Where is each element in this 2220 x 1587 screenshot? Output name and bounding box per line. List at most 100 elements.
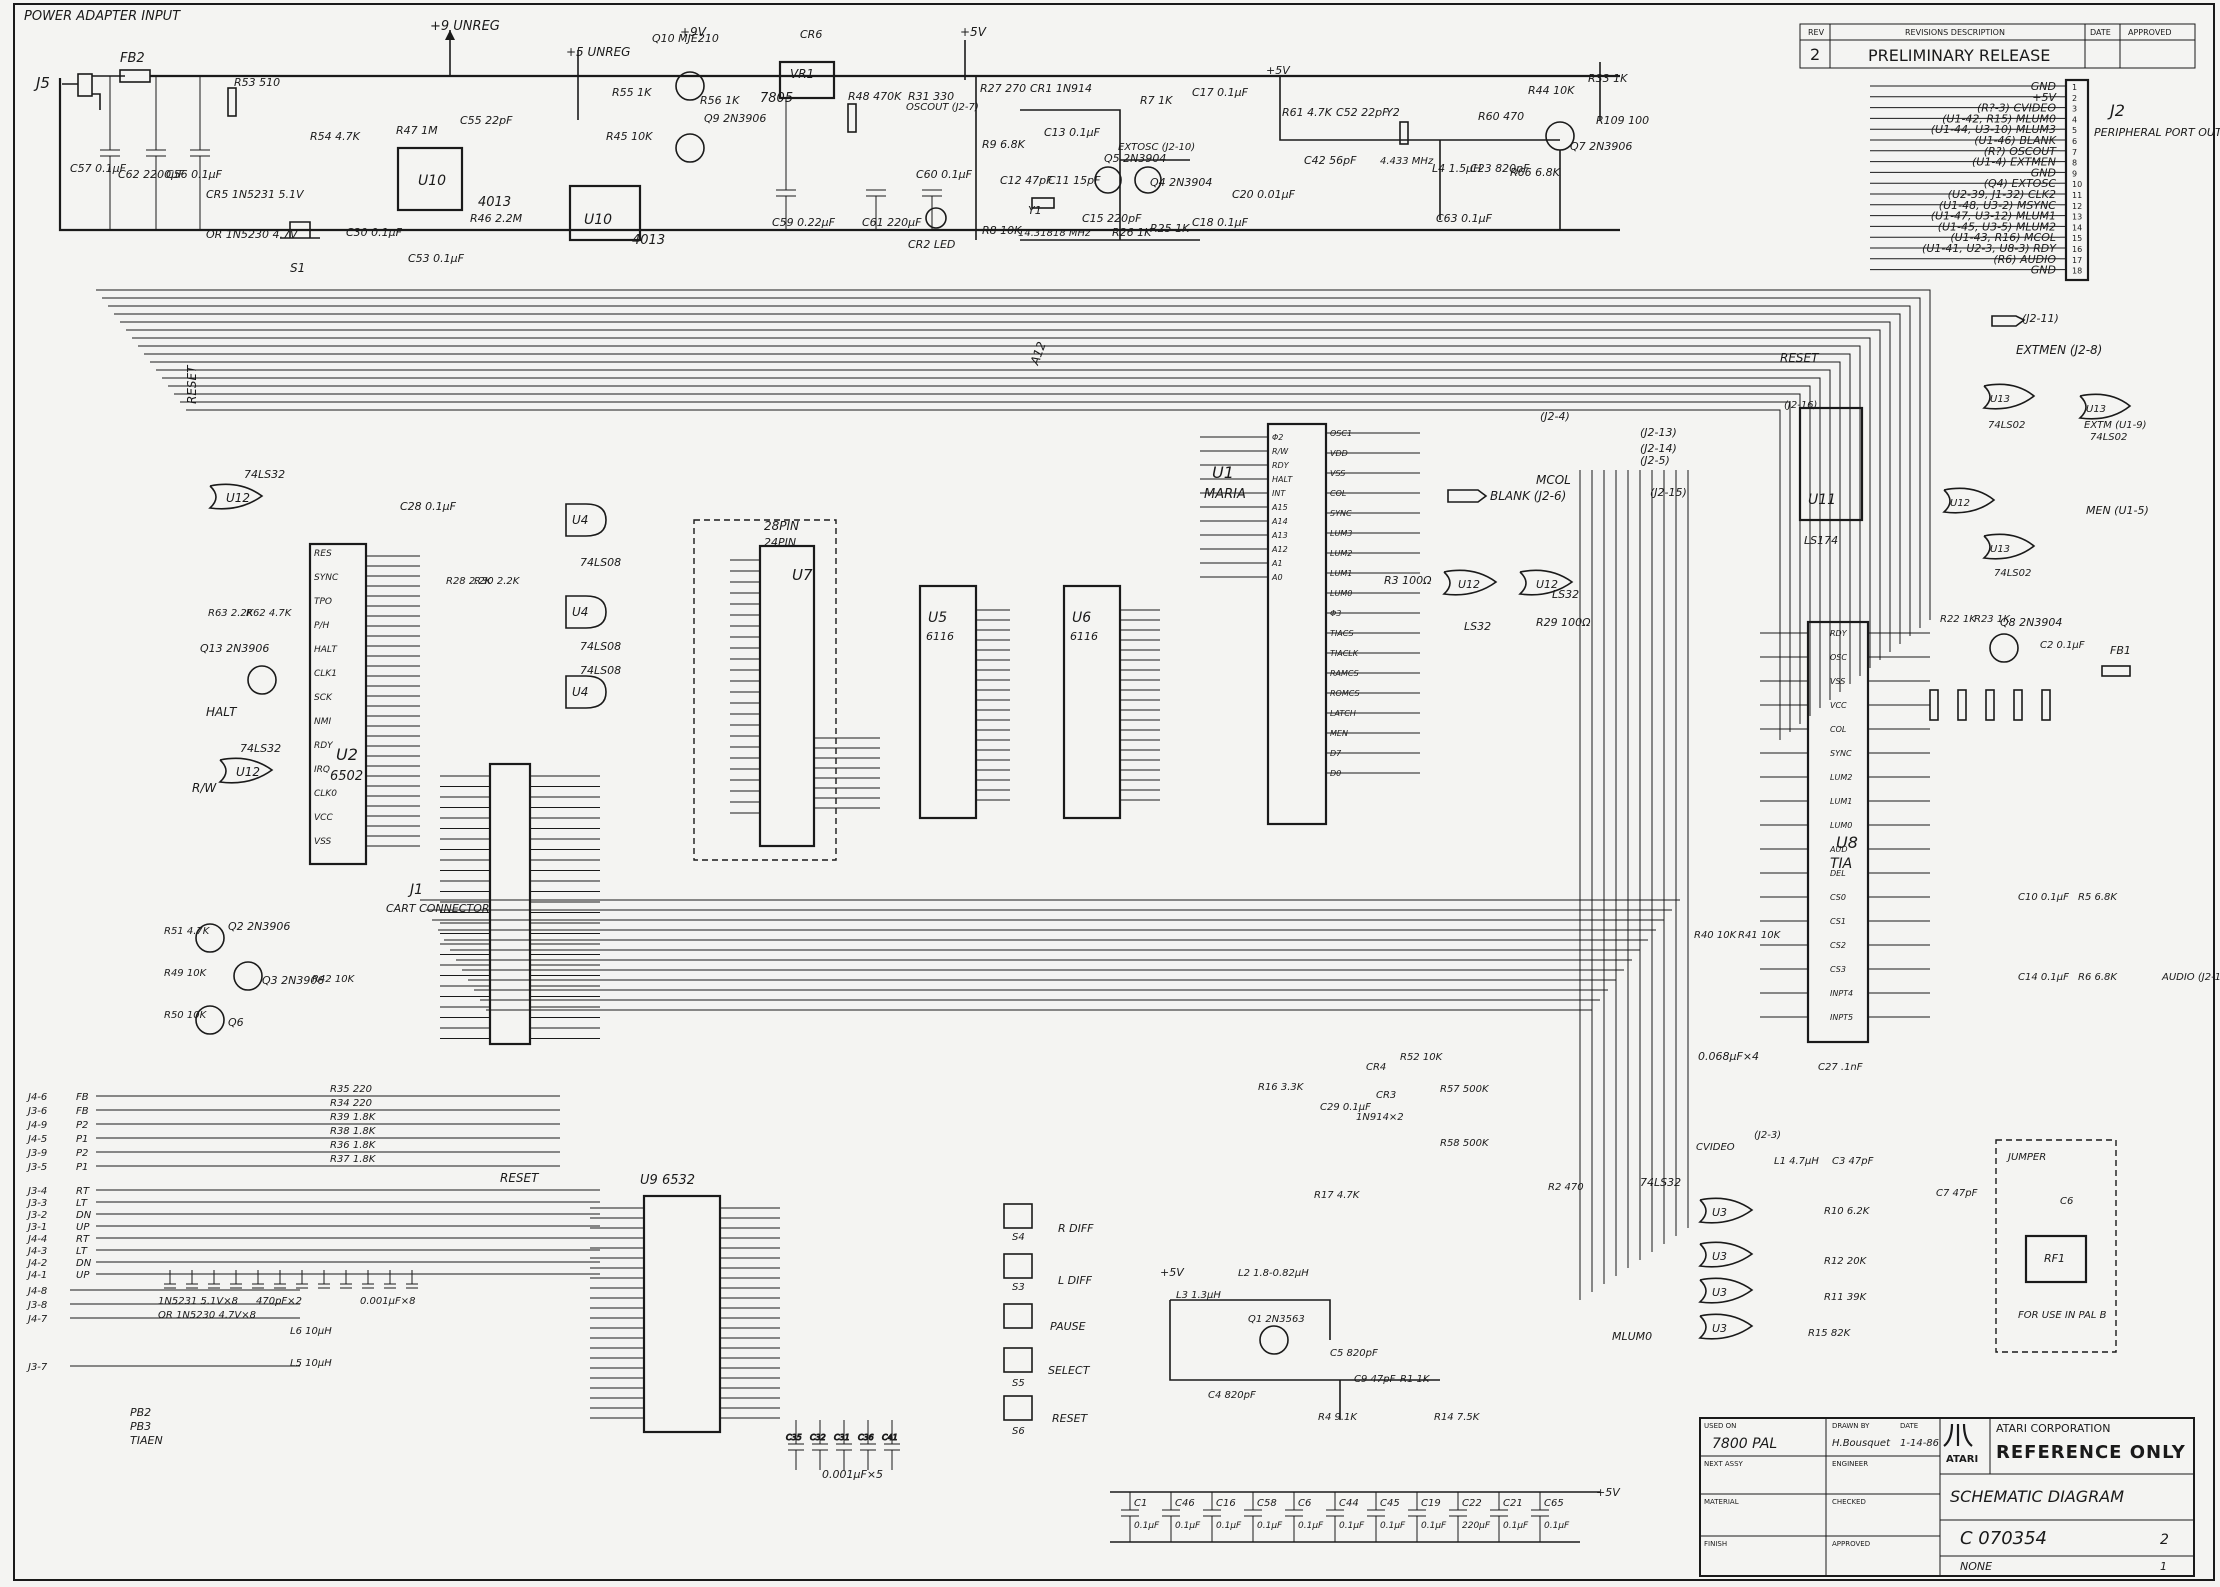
u10b-label: U10 — [584, 212, 612, 228]
rev-date-header: DATE — [2090, 28, 2111, 37]
net-mlum0: MLUM0 — [1612, 1330, 1652, 1343]
c14-label: C14 0.1µF — [2018, 972, 2069, 983]
y2-label: Y2 — [1386, 106, 1400, 119]
clock-oscillator-section: R27 270 R9 6.8K R8 10K CR1 1N914 C13 0.1… — [906, 76, 1296, 241]
rf1-label: RF1 — [2044, 1252, 2065, 1265]
j2-pin-number: 4 — [2072, 115, 2077, 124]
u8-pin-label: VSS — [1830, 677, 1845, 686]
title-scale: NONE — [1960, 1560, 1992, 1573]
joy-pin-label: J3-6 — [26, 1106, 47, 1117]
switch-cap-ref: C41 — [882, 1433, 898, 1442]
u8-pin-label: LUM1 — [1830, 797, 1852, 806]
y1-freq: 14.31818 MHz — [1018, 228, 1091, 239]
decap-value: 0.1µF — [1544, 1521, 1570, 1531]
bus-wire — [144, 353, 1851, 684]
engineer-label: ENGINEER — [1832, 1460, 1868, 1468]
bus-wire — [102, 297, 1921, 628]
u3-ref-1: U3 — [1712, 1206, 1727, 1219]
subcarrier-oscillator-section: +5V R61 4.7K C52 22pF C42 56pF Y2 4.433 … — [1266, 62, 1649, 230]
j1-body — [488, 762, 532, 1046]
u12-ref-maria-1: U12 — [1458, 578, 1480, 591]
c42-label: C42 56pF — [1304, 154, 1357, 167]
pause-label: PAUSE — [1050, 1320, 1086, 1333]
r46-label: R46 2.2M — [470, 212, 523, 225]
r50-label: R50 10K — [164, 1010, 208, 1021]
j2-pin-number: 1 — [2072, 83, 2077, 92]
u8-pin-label: CS2 — [1830, 941, 1846, 950]
ls32-label-1: LS32 — [1464, 620, 1491, 633]
joy-clamp-symbol — [274, 1270, 286, 1289]
c3-label: C3 47pF — [1832, 1156, 1874, 1167]
u10a-4013 — [396, 146, 464, 212]
joy-signal-label: FB — [76, 1092, 89, 1103]
title-rev: 2 — [2160, 1532, 2169, 1548]
u12-gate-1 — [208, 483, 264, 510]
j2-pin-number: 13 — [2072, 213, 2082, 222]
joy-clamp-symbol — [318, 1270, 330, 1289]
r60-label: R60 470 — [1478, 110, 1524, 123]
audio-video-section: R40 10K R41 10K 0.068µF×4 C27 .1nF C10 0… — [1258, 892, 2220, 1201]
u11-name: LS174 — [1804, 534, 1838, 547]
j2-title: J2 — [2107, 101, 2125, 120]
r9-label: R9 6.8K — [982, 138, 1026, 151]
joy-dir-pin: J4-3 — [26, 1246, 47, 1257]
c6-label: C6 — [2060, 1196, 2073, 1207]
u8-pin-label: LUM2 — [1830, 773, 1852, 782]
c10-label: C10 0.1µF — [2018, 892, 2069, 903]
l4-label: L4 1.5µH — [1432, 162, 1481, 175]
switch-cap-symbol — [812, 1420, 828, 1470]
c12-label: C12 47pF — [1000, 174, 1053, 187]
net-j2-15: (J2-15) — [1650, 486, 1687, 499]
u1-left-pin-label: INT — [1272, 489, 1286, 498]
joy-clamp-symbol — [186, 1270, 198, 1289]
u1-name: MARIA — [1204, 487, 1246, 502]
u2-ref: U2 — [336, 745, 358, 764]
c52-label: C52 22pF — [1336, 106, 1389, 119]
u12-ref-maria-2: U12 — [1536, 578, 1558, 591]
r49-label: R49 10K — [164, 968, 208, 979]
net-extmen: EXTMEN (J2-8) — [2016, 343, 2102, 357]
drawing-title: SCHEMATIC DIAGRAM — [1950, 1487, 2124, 1506]
r48-label: R48 470K — [848, 90, 902, 103]
rail-5v-unreg: +5 UNREG — [566, 45, 630, 59]
cpu-6502-section: U2 6502 RESSYNCTPOP/HHALTCLK1SCKNMIRDYIR… — [164, 364, 521, 1035]
u1-left-pin-label: A14 — [1271, 517, 1288, 526]
u1-left-pin-label: A1 — [1271, 559, 1283, 568]
u4-ref-1: U4 — [572, 513, 588, 527]
u4-and-gates: U4 U4 U4 74LS08 74LS08 74LS08 — [565, 503, 621, 709]
r31-label: R31 330 — [908, 90, 954, 103]
decap-symbol — [1408, 1492, 1426, 1542]
decap-symbol — [1121, 1492, 1139, 1542]
u7-rom-socket: 28PIN 24PIN U7 — [693, 519, 880, 861]
jack-j5-label: J5 — [33, 74, 50, 92]
r66-label: R66 6.8K — [1510, 166, 1561, 179]
joy-clamp-symbol — [362, 1270, 374, 1289]
net-cvideo: CVIDEO — [1696, 1142, 1735, 1153]
u8-pin-label: OSC — [1830, 653, 1847, 662]
joy-dir-pin: J3-2 — [26, 1210, 47, 1221]
joy-resistor-label: R36 1.8K — [330, 1140, 377, 1151]
c29-label: C29 0.1µF — [1320, 1102, 1371, 1113]
u1-pin-labels: Φ2R/WRDYHALTINTA15A14A13A12A1A0OSC1VDDVS… — [1200, 429, 1420, 778]
cr6-label: CR6 — [800, 28, 822, 41]
joy-pin-label: J3-5 — [26, 1162, 47, 1173]
j2-connector-body — [2064, 78, 2090, 282]
approved-label: APPROVED — [1832, 1540, 1870, 1548]
u1-left-pin-label: A0 — [1271, 573, 1283, 582]
r55-label: R55 1K — [612, 86, 652, 99]
u10b-4013 — [568, 184, 642, 242]
net-j2-14: (J2-14) — [1640, 442, 1677, 455]
switch-cap-symbol — [860, 1420, 876, 1470]
u4-ref-3: U4 — [572, 685, 588, 699]
r41-label: R41 10K — [1738, 930, 1782, 941]
cart-connector-j1: J1 CART CONNECTOR — [386, 762, 600, 1046]
r57-label: R57 500K — [1440, 1084, 1490, 1095]
u13-ref-1: U13 — [1990, 394, 2010, 405]
decap-symbol — [1531, 1492, 1549, 1542]
j2-pin-number: 8 — [2072, 159, 2077, 168]
date-value: 1-14-86 — [1900, 1438, 1939, 1449]
y1-label: Y1 — [1028, 204, 1042, 217]
r56-label: R56 1K — [700, 94, 740, 107]
j2-pin-number: 14 — [2072, 223, 2082, 232]
